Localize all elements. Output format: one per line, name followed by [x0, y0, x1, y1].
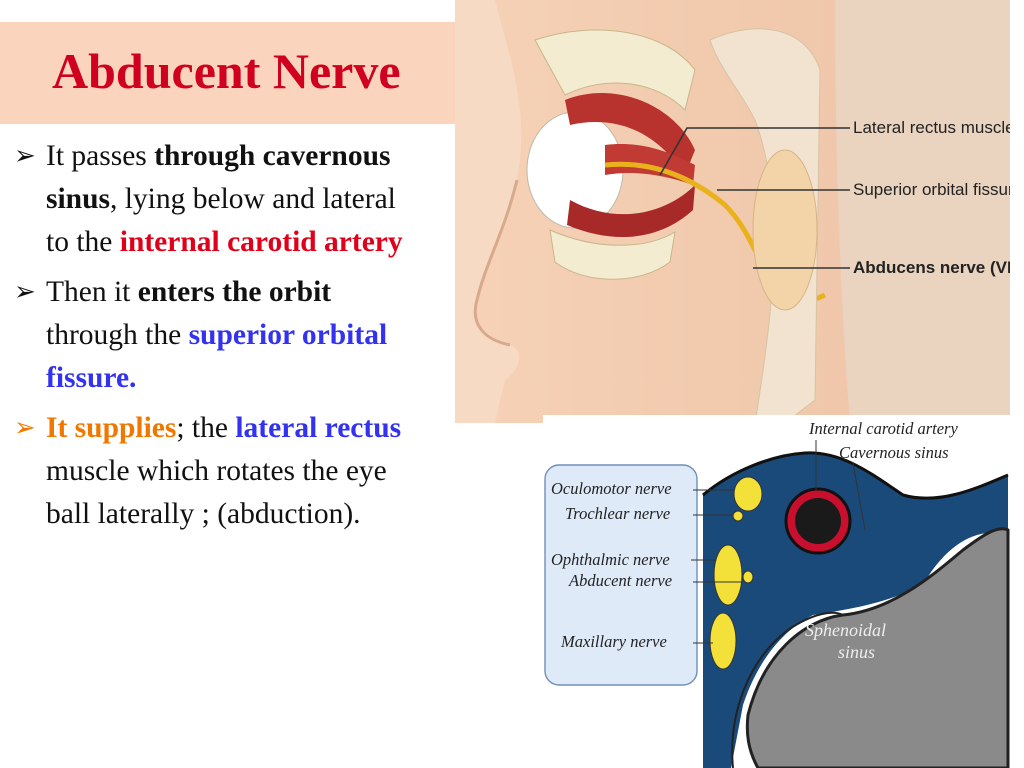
arrow-bullet-icon: ➢: [14, 141, 36, 171]
slide-title: Abducent Nerve: [52, 43, 401, 99]
label-internal-carotid-artery: Internal carotid artery: [809, 419, 958, 438]
arrow-bullet-icon: ➢: [14, 277, 36, 307]
label-oculomotor-nerve: Oculomotor nerve: [551, 479, 672, 498]
label-maxillary-nerve: Maxillary nerve: [561, 632, 667, 651]
emphasis-it-supplies: It supplies: [46, 412, 177, 444]
text: It passes: [46, 140, 155, 172]
bullet-enters-orbit: ➢ Then it enters the orbit through the s…: [14, 271, 424, 400]
label-sinus: sinus: [838, 642, 876, 662]
label-sphenoidal: Sphenoidal: [805, 620, 886, 640]
label-lateral-rectus-muscle: Lateral rectus muscle: [853, 118, 1010, 137]
bullet-supplies: ➢ It supplies; the lateral rectus muscle…: [14, 407, 424, 536]
arrow-bullet-icon: ➢: [14, 413, 36, 443]
label-ophthalmic-nerve: Ophthalmic nerve: [551, 550, 670, 569]
orbit-illustration-drawing: [455, 0, 1010, 423]
label-abducens-nerve: Abducens nerve (VI): [853, 258, 1010, 277]
text: Then it: [46, 276, 138, 308]
label-abducent-nerve: Abducent nerve: [569, 571, 673, 590]
bullet-list: ➢ It passes through cavernous sinus, lyi…: [14, 135, 424, 536]
cavernous-sinus-drawing: [544, 440, 1010, 768]
text: muscle which rotates the eye ball latera…: [46, 455, 387, 530]
title-banner: [0, 22, 455, 124]
cavernous-sinus-illustration: Internal carotid artery Cavernous sinus …: [543, 415, 1013, 768]
text: ; the: [176, 412, 236, 444]
label-cavernous-sinus: Cavernous sinus: [839, 443, 949, 462]
text: , lying below and lateral to the: [46, 183, 396, 258]
label-superior-orbital-fissure: Superior orbital fissure: [853, 180, 1010, 199]
emphasis-cavernous-sinus: through cavernous sinus: [46, 140, 391, 215]
emphasis-enters-orbit: enters the orbit: [137, 276, 332, 308]
emphasis-superior-orbital-fissure: superior orbital fissure.: [46, 319, 388, 394]
text: through the: [46, 319, 189, 351]
emphasis-lateral-rectus: lateral rectus: [235, 412, 402, 444]
bullet-cavernous-sinus: ➢ It passes through cavernous sinus, lyi…: [14, 135, 424, 264]
emphasis-internal-carotid-artery: internal carotid artery: [119, 226, 403, 258]
orbit-illustration: Lateral rectus muscle Superior orbital f…: [455, 0, 1010, 423]
label-trochlear-nerve: Trochlear nerve: [565, 504, 671, 523]
